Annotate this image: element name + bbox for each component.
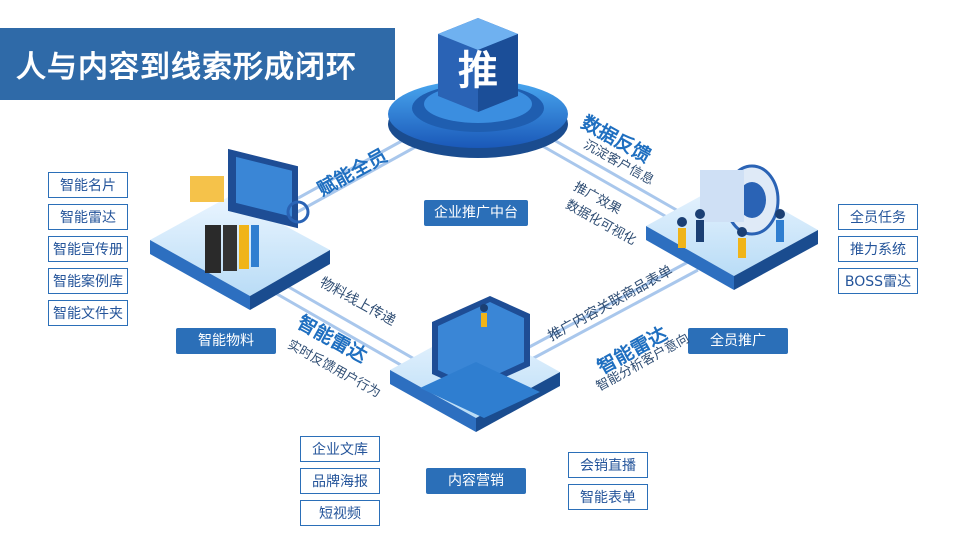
right-item-0: 全员任务 <box>838 204 918 230</box>
right-node-label[interactable]: 全员推广 <box>688 328 788 354</box>
right-platform <box>646 164 818 290</box>
left-item-2: 智能宣传册 <box>48 236 128 262</box>
page-title: 人与内容到线索形成闭环 <box>16 50 357 85</box>
connector-left-bottom <box>269 280 431 378</box>
left-item-0: 智能名片 <box>48 172 128 198</box>
bottom-left-item-2: 短视频 <box>300 500 380 526</box>
left-platform <box>150 148 330 310</box>
left-node-label[interactable]: 智能物料 <box>176 328 276 354</box>
bottom-platform <box>390 296 560 432</box>
right-item-1: 推力系统 <box>838 236 918 262</box>
bottom-right-item-0: 会销直播 <box>568 452 648 478</box>
hub-cube <box>438 18 518 112</box>
hub-label[interactable]: 企业推广中台 <box>424 200 528 226</box>
right-item-2: BOSS雷达 <box>838 268 918 294</box>
bottom-right-item-1: 智能表单 <box>568 484 648 510</box>
connector-hub-right <box>531 130 681 222</box>
left-item-4: 智能文件夹 <box>48 300 128 326</box>
connector-right-bottom <box>519 260 699 362</box>
left-item-1: 智能雷达 <box>48 204 128 230</box>
left-item-3: 智能案例库 <box>48 268 128 294</box>
hub-glyph: 推 <box>458 48 498 94</box>
bottom-left-item-1: 品牌海报 <box>300 468 380 494</box>
title-banner: 人与内容到线索形成闭环 <box>0 28 395 100</box>
bottom-left-item-0: 企业文库 <box>300 436 380 462</box>
bottom-node-label[interactable]: 内容营销 <box>426 468 526 494</box>
